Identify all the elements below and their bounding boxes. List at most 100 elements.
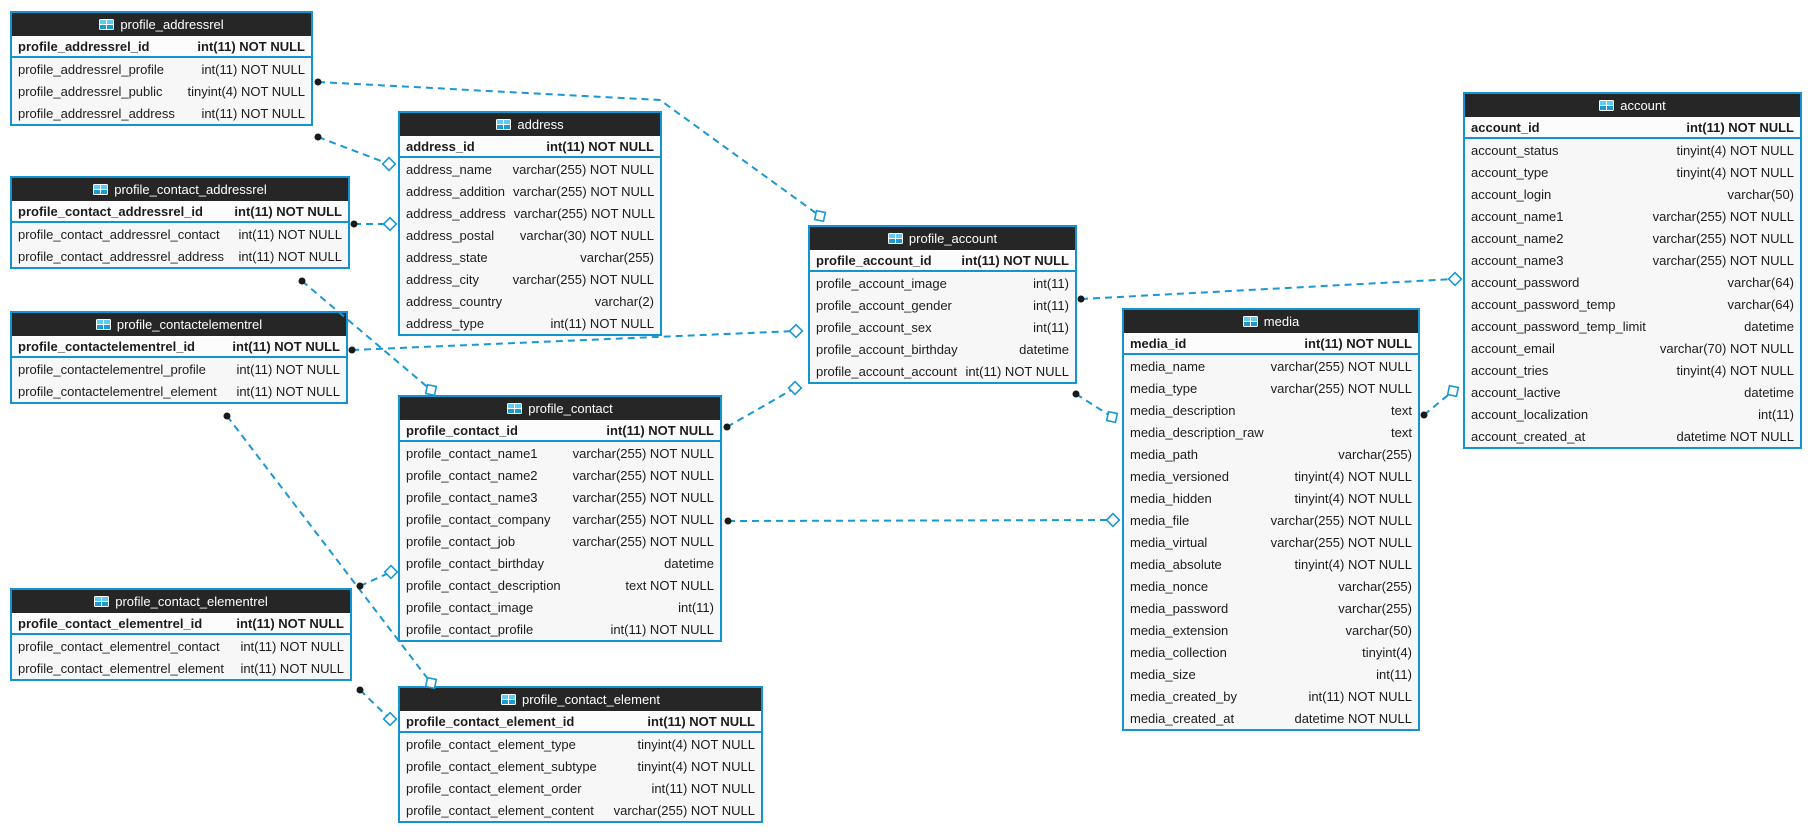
relationship-profile_account-account[interactable]: [1080, 278, 1456, 300]
relationship-profile_contactelementrel-profile_account[interactable]: [351, 330, 797, 351]
table-header-profile_contact_element[interactable]: profile_contact_element: [400, 688, 761, 712]
relationship-profile_contact-media[interactable]: [727, 519, 1114, 522]
relationship-media-account[interactable]: [1423, 390, 1454, 416]
table-header-account[interactable]: account: [1465, 94, 1800, 118]
relationship-profile_contact_elementrel-profile_contact[interactable]: [359, 571, 392, 587]
table-header-profile_contact_addressrel[interactable]: profile_contact_addressrel: [12, 178, 348, 202]
relationship-profile_contact_elementrel-profile_contact_element[interactable]: [359, 689, 391, 720]
table-header-profile_contact[interactable]: profile_contact: [400, 397, 720, 421]
relationship-profile_addressrel-profile_account[interactable]: [317, 81, 821, 217]
table-header-profile_contact_elementrel[interactable]: profile_contact_elementrel: [12, 590, 350, 614]
table-header-profile_contactelementrel[interactable]: profile_contactelementrel: [12, 313, 346, 337]
relationship-profile_contact-profile_account[interactable]: [726, 387, 796, 428]
table-header-profile_addressrel[interactable]: profile_addressrel: [12, 13, 311, 37]
table-header-profile_account[interactable]: profile_account: [810, 227, 1075, 251]
relationship-profile_account-media[interactable]: [1075, 393, 1113, 418]
relationship-profile_contactelementrel-profile_contact_element[interactable]: [226, 415, 432, 684]
relationship-profile_addressrel-address[interactable]: [317, 136, 390, 165]
